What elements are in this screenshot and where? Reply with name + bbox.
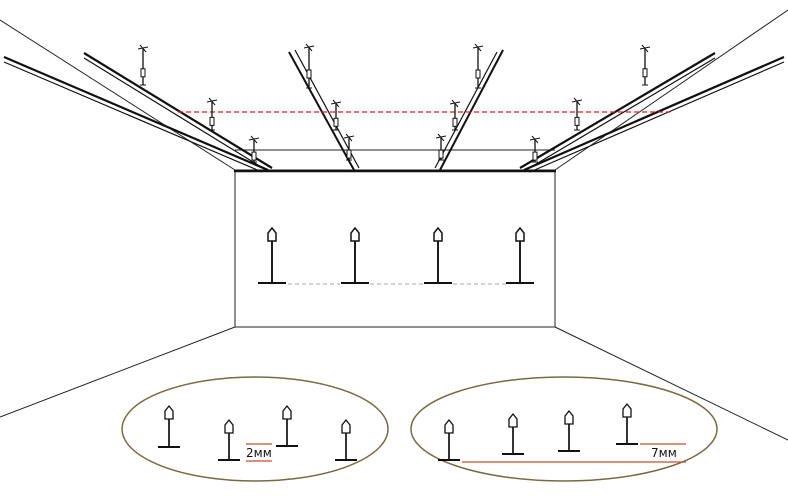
- profile-mid-right-a: [439, 49, 504, 171]
- profile-left-a: [83, 52, 273, 169]
- hanger-8: [449, 99, 461, 131]
- hanger-12: [529, 135, 541, 163]
- wall-stand-1: [258, 226, 286, 285]
- hanger-7: [472, 43, 484, 89]
- profile-left-b: [83, 57, 267, 171]
- floor-edge-left: [0, 326, 236, 418]
- wall-stand-3: [424, 226, 452, 285]
- ceiling-edge-right: [554, 9, 788, 171]
- wall-level-stands: [258, 226, 534, 285]
- back-wall: [234, 169, 556, 328]
- gap-label-7mm: 7мм: [651, 446, 677, 460]
- ceiling-edge-left: [0, 19, 236, 171]
- profile-mid-left-b: [294, 49, 360, 169]
- profile-far-left-b: [3, 61, 263, 173]
- left-detail-stand-1: [158, 404, 180, 448]
- hanger-2: [206, 97, 218, 131]
- floor-edge-right: [554, 326, 788, 441]
- guide-profiles: [3, 49, 785, 173]
- hanger-11: [571, 97, 583, 131]
- gap-marker-left: [246, 443, 272, 462]
- right-detail-stand-2: [502, 412, 524, 455]
- hanger-6: [343, 133, 355, 161]
- suspension-hangers: [137, 43, 651, 163]
- profile-far-right-b: [529, 61, 785, 173]
- profile-far-left-a: [3, 55, 269, 172]
- left-detail-stand-4: [335, 418, 357, 461]
- right-detail-stand-1: [438, 418, 460, 461]
- detail-stands: [158, 402, 638, 461]
- detail-oval-right: [410, 376, 718, 482]
- left-detail-stand-3: [276, 404, 298, 447]
- hanger-1: [137, 44, 149, 86]
- gap-marker-right: [462, 443, 686, 463]
- detail-oval-left: [121, 376, 389, 482]
- profile-mid-left-a: [288, 51, 355, 171]
- hanger-4: [303, 43, 315, 89]
- gap-label-2mm: 2мм: [246, 446, 272, 460]
- profile-right-b: [525, 57, 716, 171]
- hanger-5: [330, 99, 342, 131]
- hanger-3: [248, 135, 260, 163]
- profile-mid-right-b: [434, 51, 498, 169]
- left-detail-stand-2: [218, 418, 240, 461]
- right-detail-stand-3: [558, 409, 580, 452]
- wall-stand-4: [506, 226, 534, 285]
- hanger-9: [435, 133, 447, 161]
- hanger-10: [639, 44, 651, 86]
- profile-right-a: [519, 52, 716, 169]
- wall-stand-2: [341, 226, 369, 285]
- profile-far-right-a: [523, 55, 785, 172]
- room-outline: [0, 9, 788, 441]
- right-detail-stand-4: [616, 402, 638, 445]
